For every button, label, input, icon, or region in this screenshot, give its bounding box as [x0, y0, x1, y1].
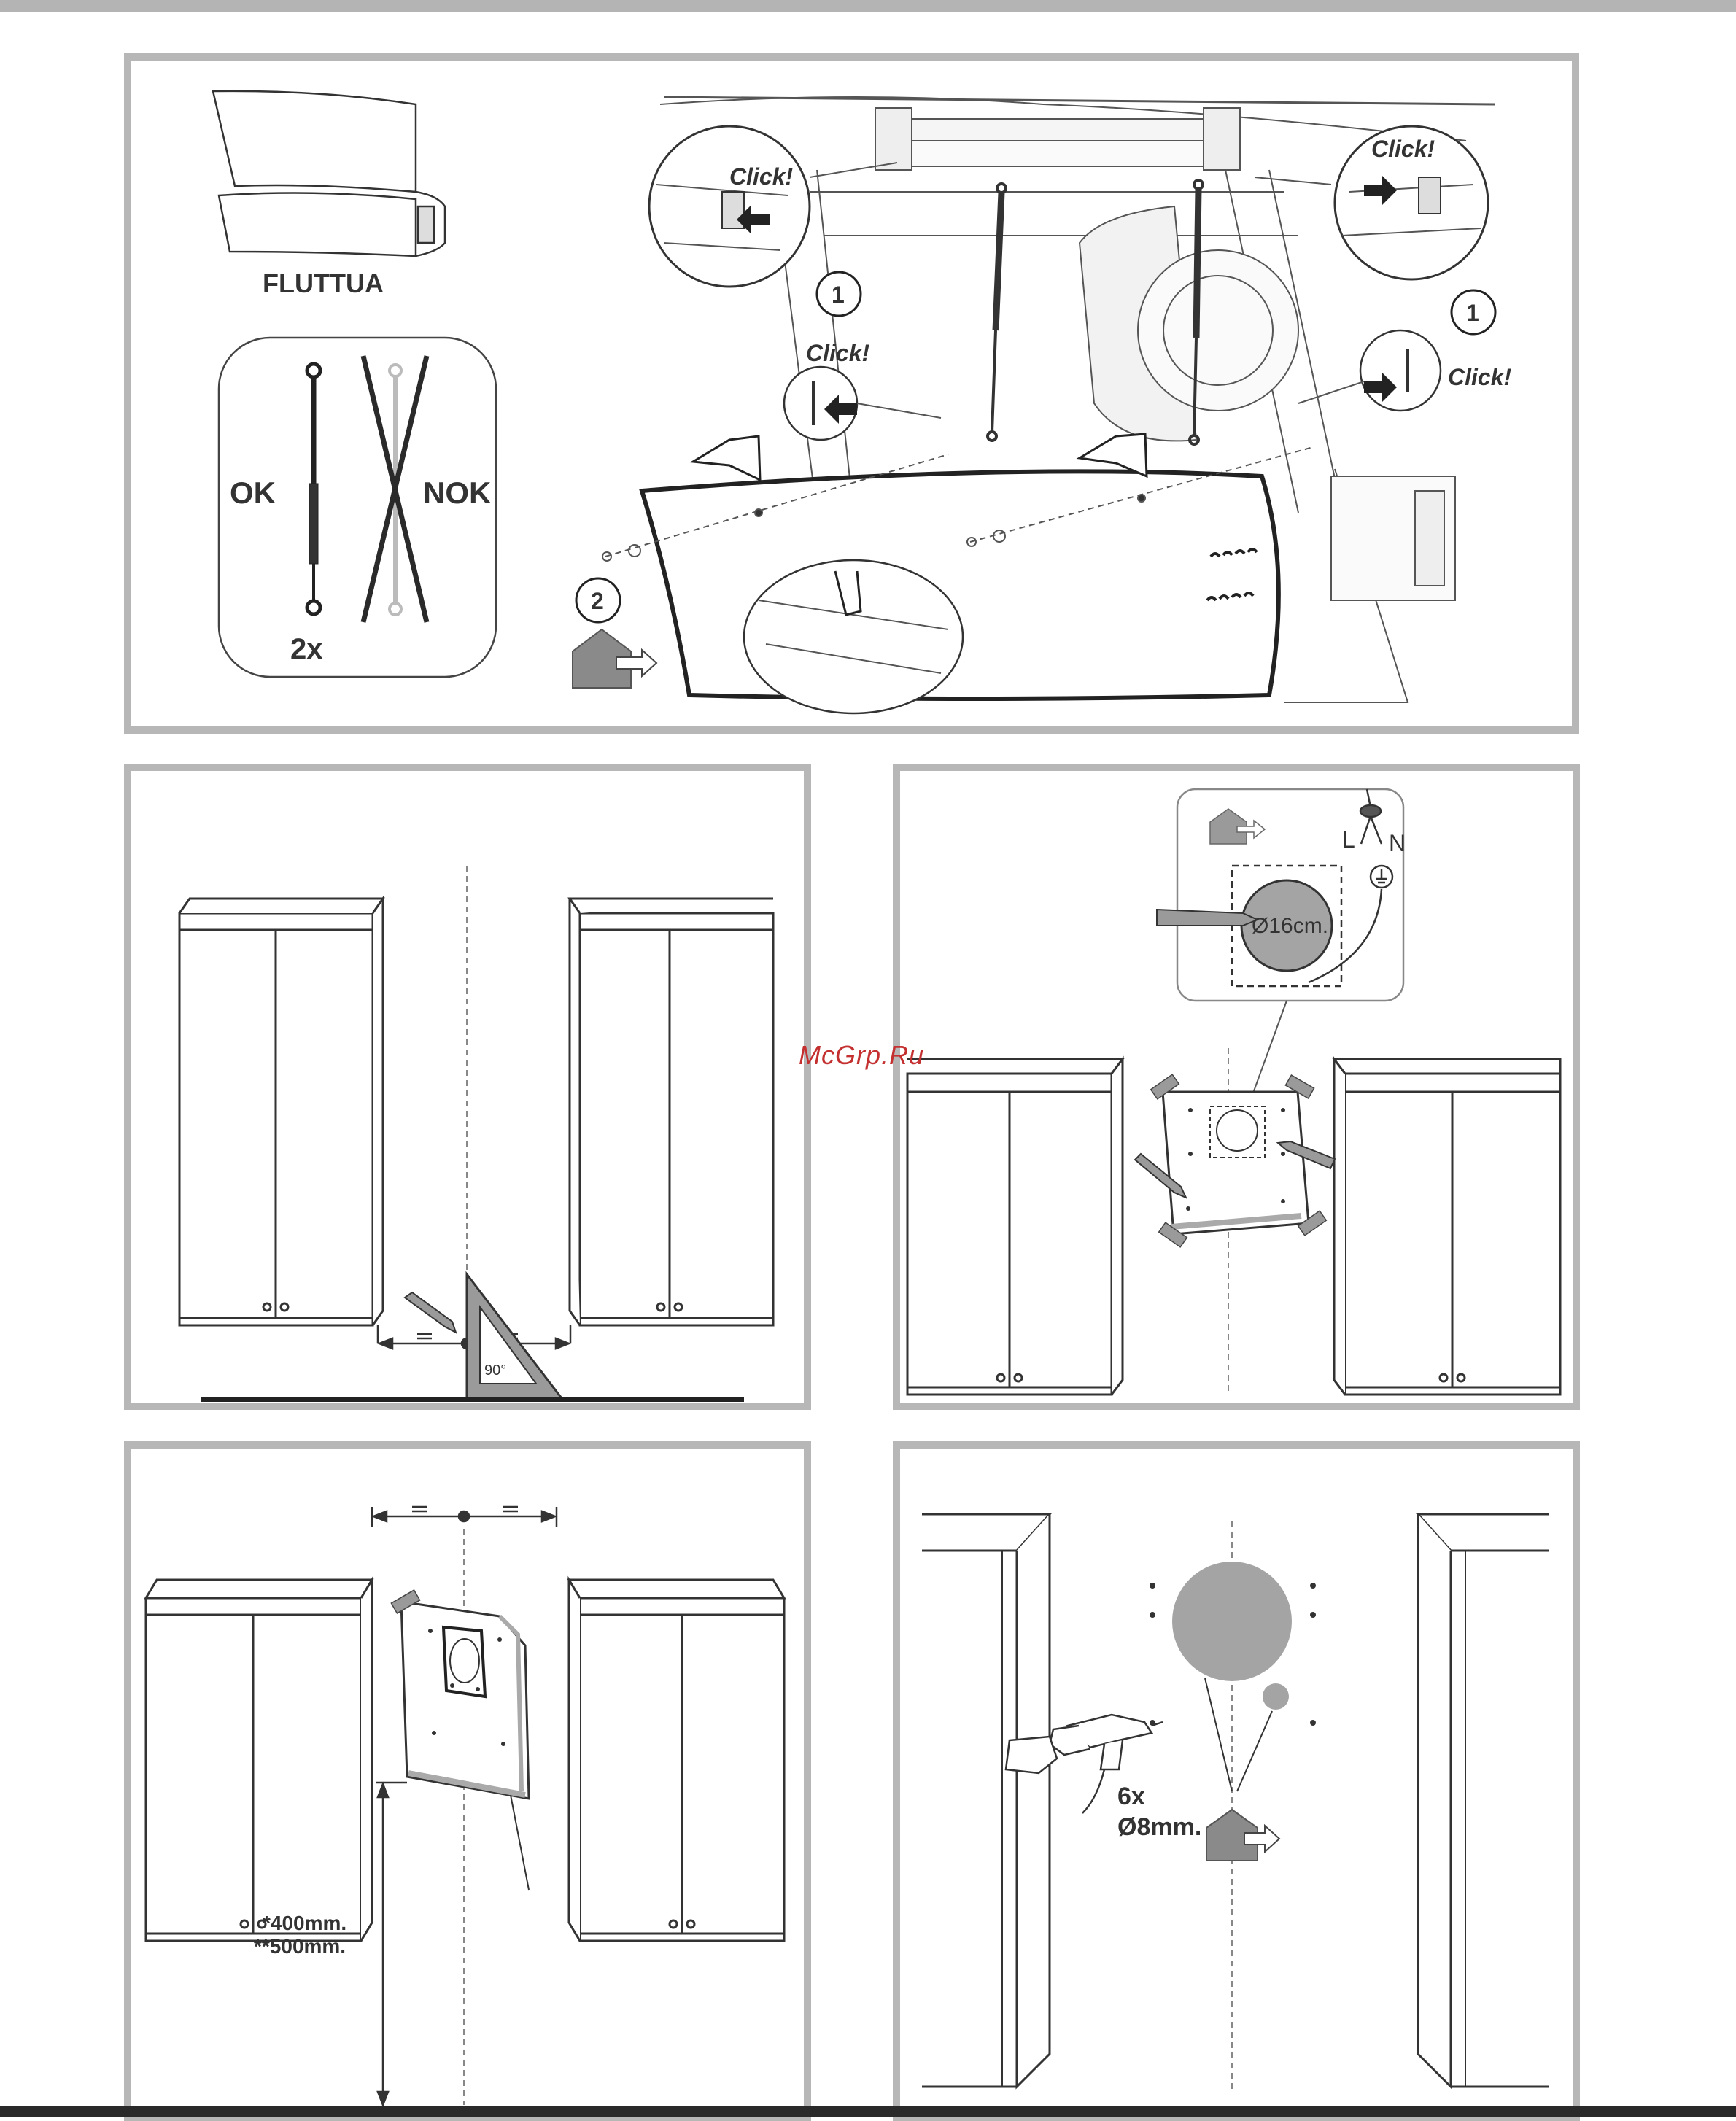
paper-template	[1163, 1092, 1309, 1234]
hole-diameter-label: Ø8mm.	[1117, 1813, 1201, 1841]
watermark: McGrp.Ru	[799, 1040, 924, 1071]
paper-template	[401, 1602, 529, 1799]
height-drawing: *400mm. **500mm.	[131, 1449, 804, 2114]
template-leader	[511, 1795, 529, 1890]
hole-count-label: 6x	[1117, 1783, 1145, 1810]
top-bar	[0, 0, 1736, 12]
nok-label: NOK	[423, 476, 491, 510]
right-cabinet-side	[1418, 1514, 1549, 2087]
left-cabinet-side	[922, 1514, 1050, 2087]
click-label-1: Click!	[729, 163, 793, 190]
click-label-2: Click!	[1371, 136, 1435, 162]
click-label-4: Click!	[1448, 364, 1511, 390]
hood-thumbnail	[213, 91, 445, 256]
right-cabinet	[570, 899, 773, 1325]
duct-diameter-label: Ø16cm.	[1252, 914, 1328, 938]
step-1-label-left: 1	[832, 282, 845, 308]
left-cabinet	[179, 899, 383, 1325]
right-cabinet	[569, 1580, 784, 1941]
hood-assembly-drawing: FLUTTUA OK NOK 2x	[131, 61, 1572, 726]
click-detail-right-bottom	[1360, 330, 1441, 411]
step-1-label-right: 1	[1466, 300, 1479, 326]
leader-lines	[1205, 1678, 1272, 1791]
left-cabinet	[907, 1059, 1123, 1395]
angle-label: 90°	[484, 1362, 506, 1379]
left-cabinet	[146, 1580, 372, 1941]
hinge-detail-magnifier	[744, 560, 963, 713]
panel-height: *400mm. **500mm.	[124, 1441, 811, 2121]
equal-distance-dimension	[372, 1507, 557, 1527]
right-cabinet	[1334, 1059, 1560, 1395]
glass-panel	[642, 471, 1279, 699]
panel-centering: 90°	[124, 764, 811, 1410]
click-label-3: Click!	[806, 340, 869, 366]
height-label-500: **500mm.	[254, 1935, 346, 1958]
cable-hole	[1263, 1683, 1289, 1710]
height-label-400: *400mm.	[263, 1912, 346, 1934]
panel-template-marking: Ø16cm. L N	[893, 764, 1580, 1410]
step-2-label: 2	[591, 588, 604, 614]
house-exit-icon	[573, 629, 656, 688]
duct-hole	[1172, 1562, 1292, 1681]
height-dimension	[376, 1783, 407, 2105]
template-marking-drawing: Ø16cm. L N	[900, 771, 1573, 1403]
live-label: L	[1342, 826, 1355, 853]
set-square-icon	[467, 1274, 562, 1398]
quantity-label: 2x	[290, 633, 323, 665]
pencil-icon	[405, 1292, 456, 1333]
panel-drilling: 6x Ø8mm.	[893, 1441, 1580, 2121]
house-exit-icon	[1206, 1810, 1279, 1861]
bottom-bar	[0, 2106, 1736, 2117]
neutral-label: N	[1389, 830, 1406, 856]
product-name-label: FLUTTUA	[263, 268, 384, 298]
drilling-drawing: 6x Ø8mm.	[900, 1449, 1573, 2114]
centering-drawing: 90°	[131, 771, 804, 1403]
ok-label: OK	[230, 476, 276, 510]
panel-hood-assembly: FLUTTUA OK NOK 2x	[124, 53, 1579, 734]
